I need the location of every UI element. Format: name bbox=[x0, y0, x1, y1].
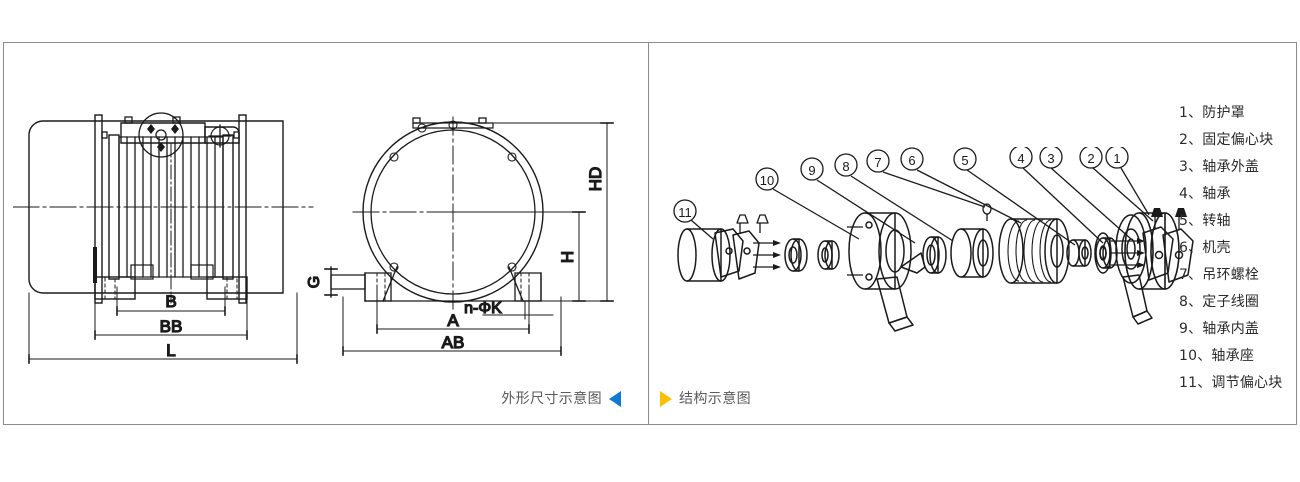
dimension-nk bbox=[482, 300, 554, 320]
side-view-mounting-feet bbox=[94, 264, 248, 300]
exploded-structure-drawing-cover: 1 bbox=[1105, 147, 1180, 290]
legend-item-7: 7、吊环螺栓 bbox=[1179, 267, 1260, 283]
side-view-left-endplate bbox=[93, 114, 108, 304]
callout-5: 5 bbox=[953, 147, 1076, 246]
callout-2: 2 bbox=[1079, 147, 1154, 222]
part-9-bearing-inner-cover bbox=[922, 236, 947, 274]
side-view-housing bbox=[28, 120, 284, 294]
legend-item-5: 5、转轴 bbox=[1179, 213, 1231, 229]
callout-10: 10 bbox=[755, 167, 860, 240]
dimension-g bbox=[324, 268, 338, 296]
caption-right-text: 结构示意图 bbox=[679, 391, 751, 407]
structure-callouts-right: 2 bbox=[1079, 147, 1154, 222]
legend-item-8: 8、定子线圈 bbox=[1179, 294, 1260, 310]
part-11-adjustable-eccentric-block bbox=[677, 228, 760, 282]
dimension-bb bbox=[94, 298, 248, 340]
dimension-b bbox=[116, 286, 226, 316]
part-1-protective-cover bbox=[1124, 212, 1180, 290]
part-bolts-left bbox=[736, 214, 781, 270]
callout-8: 8 bbox=[834, 153, 954, 242]
part-6-machine-shell bbox=[998, 218, 1070, 284]
legend-item-11: 11、调节偏心块 bbox=[1179, 375, 1283, 391]
legend-item-4: 4、轴承 bbox=[1179, 186, 1231, 202]
dimension-label-bb: BB bbox=[160, 317, 183, 336]
dimension-ab bbox=[342, 296, 562, 356]
callout-7: 7 bbox=[866, 149, 986, 208]
dimension-label-g: G bbox=[306, 276, 323, 288]
part-washer-b bbox=[817, 240, 840, 270]
part-7-eye-bolt bbox=[982, 203, 992, 221]
right-arrow-icon bbox=[660, 391, 672, 407]
callout-4: 4 bbox=[1009, 147, 1104, 244]
callout-1: 1 bbox=[1105, 147, 1150, 216]
legend-item-10: 10、轴承座 bbox=[1179, 348, 1255, 364]
structure-callouts: 11 10 9 8 bbox=[673, 147, 1132, 246]
callout-label: 6 bbox=[908, 153, 915, 168]
dimension-h bbox=[452, 211, 586, 302]
dimension-label-b: B bbox=[165, 292, 176, 311]
exploded-structure-drawing: 11 10 9 8 bbox=[673, 147, 1153, 332]
dimension-label-h: H bbox=[558, 251, 577, 263]
dimension-label-ab: AB bbox=[442, 333, 465, 352]
panel-structure: 11 10 9 8 bbox=[649, 42, 1297, 425]
callout-label: 9 bbox=[808, 163, 815, 178]
callout-6: 6 bbox=[900, 147, 1022, 224]
caption-outline-dimensions: 外形尺寸示意图 bbox=[501, 388, 621, 410]
parts-legend-list: 1、防护罩 2、固定偏心块 3、轴承外盖 4、轴承 5、转轴 6、机壳 7、吊环… bbox=[1179, 100, 1300, 397]
structure-callouts-cover: 1 bbox=[1105, 147, 1150, 216]
dimension-label-l: L bbox=[166, 341, 175, 360]
part-10-bearing-seat bbox=[847, 212, 926, 332]
callout-label: 8 bbox=[842, 159, 849, 174]
callout-label: 7 bbox=[874, 155, 881, 170]
dimension-label-nk: n-ΦK bbox=[464, 300, 502, 317]
legend-item-1: 1、防护罩 bbox=[1179, 105, 1245, 121]
part-8-stator-coil bbox=[950, 228, 994, 278]
callout-label: 2 bbox=[1087, 151, 1094, 166]
legend-item-3: 3、轴承外盖 bbox=[1179, 159, 1260, 175]
dimension-a bbox=[376, 286, 530, 334]
dimension-label-hd: HD bbox=[586, 167, 605, 192]
callout-9: 9 bbox=[800, 157, 916, 244]
left-arrow-icon bbox=[609, 391, 621, 407]
part-3-bearing-outer-cover bbox=[1115, 214, 1153, 325]
part-washer-a bbox=[784, 238, 808, 272]
legend-item-9: 9、轴承内盖 bbox=[1179, 321, 1260, 337]
dimension-l bbox=[28, 292, 298, 364]
panel-outline-dimensions: B BB L bbox=[3, 42, 649, 425]
caption-left-text: 外形尺寸示意图 bbox=[501, 391, 602, 407]
callout-label: 4 bbox=[1017, 151, 1024, 166]
callout-label: 10 bbox=[760, 173, 774, 188]
dimension-label-a: A bbox=[447, 311, 459, 330]
callout-label: 5 bbox=[961, 153, 968, 168]
panel-divider bbox=[648, 42, 649, 425]
legend-item-6: 6、机壳 bbox=[1179, 240, 1231, 256]
caption-row: 外形尺寸示意图 结构示意图 bbox=[0, 388, 1300, 414]
figure-frame bbox=[3, 42, 1297, 425]
callout-3: 3 bbox=[1039, 147, 1132, 240]
callout-label: 1 bbox=[1113, 151, 1120, 166]
caption-structure: 结构示意图 bbox=[660, 388, 751, 410]
legend-item-2: 2、固定偏心块 bbox=[1179, 132, 1274, 148]
callout-label: 3 bbox=[1047, 151, 1054, 166]
terminal-box bbox=[120, 112, 240, 158]
callout-label: 11 bbox=[678, 205, 692, 220]
part-5-shaft bbox=[1066, 239, 1092, 267]
callout-11: 11 bbox=[673, 199, 714, 240]
outline-dimension-drawing: B BB L bbox=[13, 112, 614, 364]
